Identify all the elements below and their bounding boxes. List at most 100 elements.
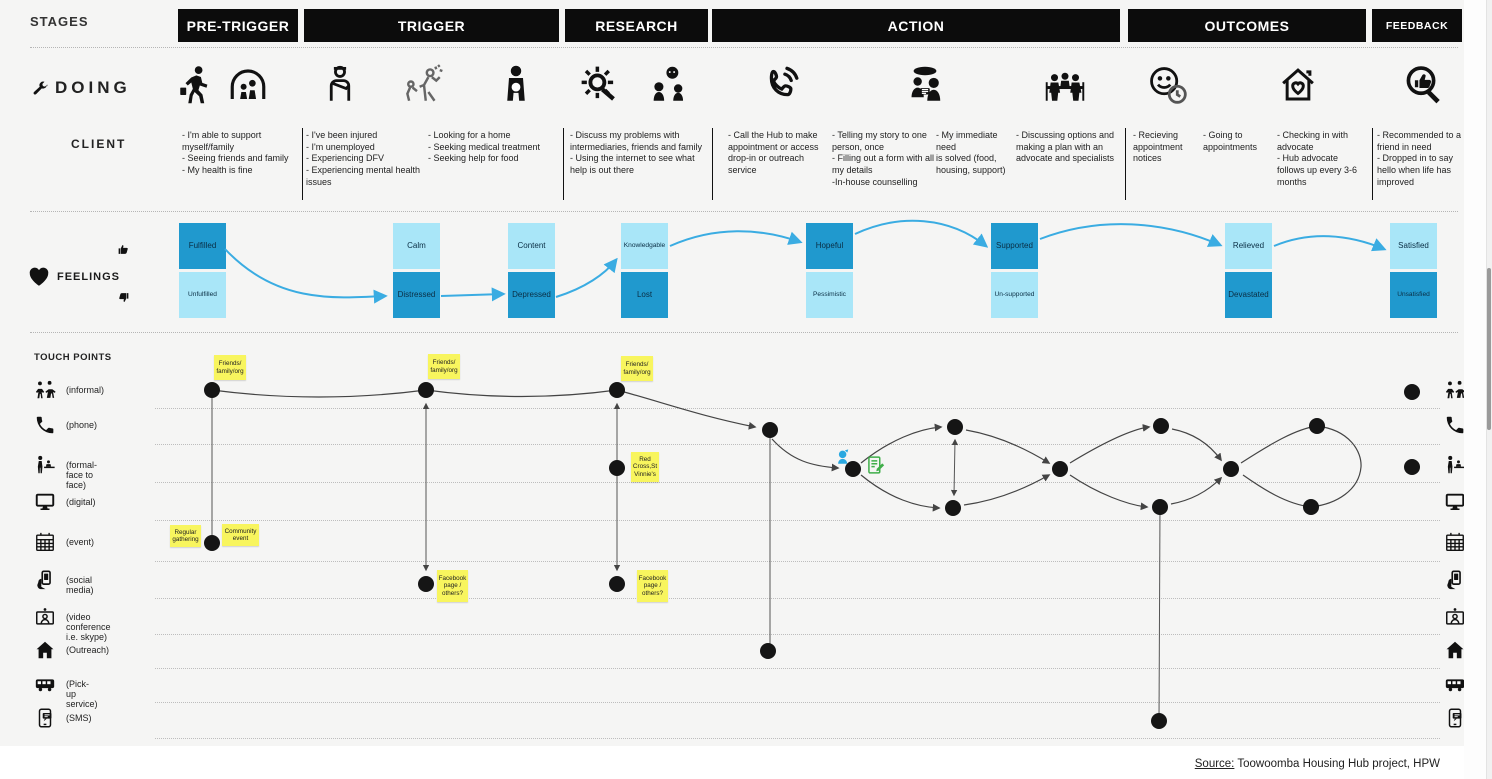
scrollbar-thumb[interactable] — [1487, 268, 1491, 430]
touchpoint-label-outreach: (Outreach) — [66, 645, 110, 655]
thumb-up-icon — [117, 243, 130, 256]
journey-dot — [609, 460, 625, 476]
stage-bar-research: RESEARCH — [565, 9, 708, 42]
feeling-note-hopeful: Hopeful — [806, 223, 853, 269]
informal-people-icon — [34, 379, 56, 401]
stage-bar-pre-trigger: PRE-TRIGGER — [178, 9, 298, 42]
touchpoint-label-sms: (SMS) — [66, 713, 92, 723]
journey-dot — [418, 382, 434, 398]
phone-call-icon — [759, 64, 801, 106]
client-note-2: - I've been injured - I'm unemployed - E… — [306, 130, 421, 187]
row-separator-3 — [155, 482, 1440, 483]
stage-divider-1 — [302, 128, 303, 200]
touchpoint-label-formal-face-to-face: (formal-face to face) — [66, 460, 97, 490]
source-text: Toowoomba Housing Hub project, HPW — [1234, 758, 1440, 770]
source-label: Source: — [1194, 758, 1235, 770]
stage-divider-4 — [1125, 128, 1126, 200]
stage-bar-feedback: FEEDBACK — [1372, 9, 1462, 42]
journey-dot — [1152, 499, 1168, 515]
journey-dot — [1153, 418, 1169, 434]
calendar-icon — [34, 531, 56, 553]
sticky-note-3: Friends/ family/org — [621, 356, 653, 381]
client-note-10: - Going to appointments — [1203, 130, 1258, 152]
row-separator-4 — [155, 520, 1440, 521]
social-media-icon — [34, 569, 56, 591]
journey-dot — [609, 576, 625, 592]
informal-people-icon-right — [1444, 379, 1466, 401]
thumb-down-icon — [117, 291, 130, 304]
walking-person-icon — [175, 64, 217, 106]
feeling-note-unsatisfied: Unsatisfied — [1390, 272, 1437, 318]
stage-bar-outcomes: OUTCOMES — [1128, 9, 1366, 42]
client-note-11: - Checking in with advocate - Hub advoca… — [1277, 130, 1358, 187]
hungry-child-icon — [495, 64, 537, 106]
feelings-separator — [30, 332, 1458, 333]
bus-icon-right — [1444, 673, 1466, 695]
client-note-7: - My immediate need is solved (food, hou… — [936, 130, 1006, 176]
discussion-icon — [647, 64, 689, 106]
touchpoint-label-pick-up-service: (Pick-up service) — [66, 679, 98, 709]
feeling-note-fulfilled: Fulfilled — [179, 223, 226, 269]
family-icon — [227, 64, 269, 106]
row-separator-8 — [155, 668, 1440, 669]
journey-dot — [760, 643, 776, 659]
formal-desk-icon-right — [1444, 454, 1466, 476]
monitor-icon-right — [1444, 491, 1466, 513]
journey-dot — [1052, 461, 1068, 477]
phone-icon — [34, 414, 56, 436]
stage-bar-action: ACTION — [712, 9, 1120, 42]
sms-icon — [34, 707, 56, 729]
house-icon — [34, 639, 56, 661]
journey-dot — [1404, 459, 1420, 475]
journey-dot — [609, 382, 625, 398]
sms-icon-right — [1444, 707, 1466, 729]
journey-dot — [947, 419, 963, 435]
feedback-magnifier-icon — [1403, 64, 1445, 106]
feeling-note-unfulfilled: Unfulfilled — [179, 272, 226, 318]
stages-separator — [30, 47, 1458, 48]
feeling-note-satisfied: Satisfied — [1390, 223, 1437, 269]
video-conference-icon-right — [1444, 606, 1466, 628]
calendar-icon-right — [1444, 531, 1466, 553]
sticky-note-2: Friends/ family/org — [428, 354, 460, 379]
row-separator-7 — [155, 634, 1440, 635]
touchpoint-label-informal: (informal) — [66, 385, 105, 395]
client-note-8: - Discussing options and making a plan w… — [1016, 130, 1115, 164]
smiley-clock-icon — [1147, 64, 1189, 106]
formal-desk-icon — [34, 454, 56, 476]
row-separator-5 — [155, 561, 1440, 562]
journey-dot — [1309, 418, 1325, 434]
client-note-5: - Call the Hub to make appointment or ac… — [728, 130, 819, 176]
sticky-note-5: Regular gathering — [170, 525, 201, 547]
bottom-strip — [0, 746, 1492, 779]
journey-dot — [204, 535, 220, 551]
counselling-icon — [904, 64, 946, 106]
journey-dot — [204, 382, 220, 398]
touchpoint-label-digital: (digital) — [66, 497, 96, 507]
journey-dot — [1151, 713, 1167, 729]
client-note-6: - Telling my story to one person, once -… — [832, 130, 935, 187]
touchpoint-label-event: (event) — [66, 537, 95, 547]
journey-dot — [418, 576, 434, 592]
wrench-icon — [31, 80, 49, 98]
touchpoints-label: TOUCH POINTS — [34, 352, 112, 363]
feeling-note-supported: Supported — [991, 223, 1038, 269]
row-separator-2 — [155, 444, 1440, 445]
feeling-note-lost: Lost — [621, 272, 668, 318]
conflict-icon — [403, 64, 445, 106]
heart-icon — [26, 263, 52, 289]
advocate-icon — [834, 448, 852, 466]
feeling-note-depressed: Depressed — [508, 272, 555, 318]
stage-divider-2 — [563, 128, 564, 200]
house-icon-right — [1444, 639, 1466, 661]
journey-dot — [762, 422, 778, 438]
stage-bar-trigger: TRIGGER — [304, 9, 559, 42]
sticky-note-1: Friends/ family/org — [214, 355, 246, 380]
row-separator-1 — [155, 408, 1440, 409]
feeling-note-pessimistic: Pessimistic — [806, 272, 853, 318]
feeling-note-relieved: Relieved — [1225, 223, 1272, 269]
video-conference-icon — [34, 606, 56, 628]
journey-dot — [945, 500, 961, 516]
feeling-note-calm: Calm — [393, 223, 440, 269]
